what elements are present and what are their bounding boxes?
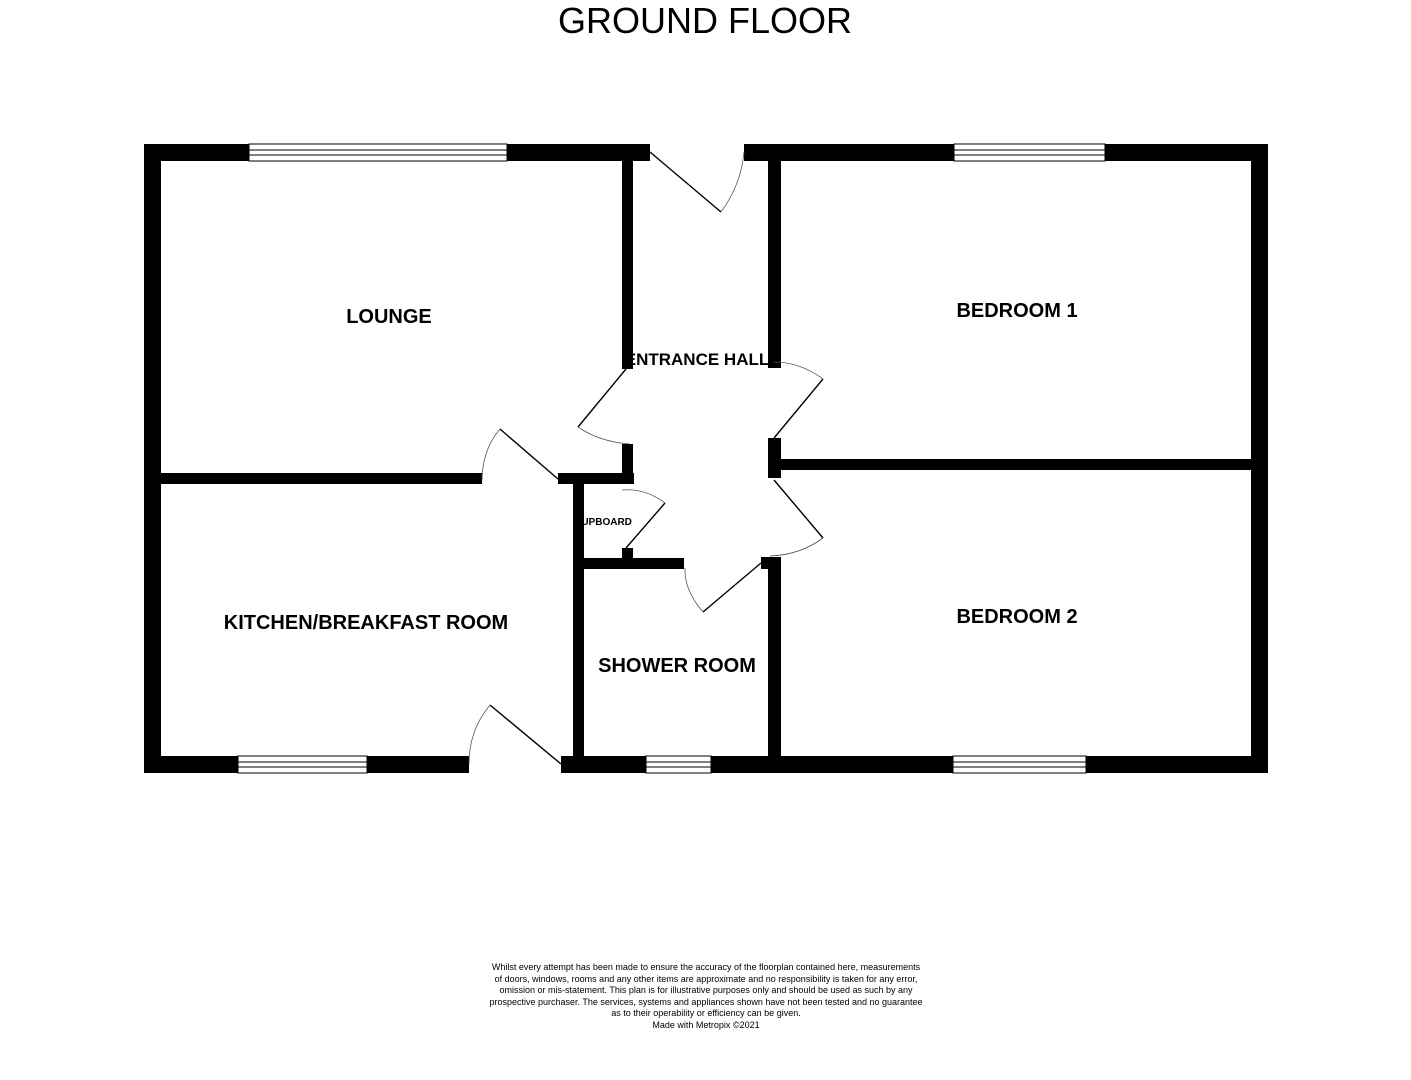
interior-walls [161,144,1268,773]
window-bedroom1 [953,143,1106,162]
room-label-lounge: LOUNGE [346,306,432,328]
room-label-bedroom2: BEDROOM 2 [956,606,1077,628]
doors [468,151,824,765]
wall-lounge-hall-lower [622,444,633,484]
room-label-shower: SHOWER ROOM [598,655,756,677]
disclaimer: Whilst every attempt has been made to en… [470,962,942,1031]
wall-lounge-hall-upper [622,144,633,369]
window-kitchen [237,755,368,774]
door-shower [684,562,762,613]
wall-cupboard-shower [584,558,684,569]
room-label-cupboard: CUPBOARD [574,517,632,528]
wall-bottom-right [561,756,1268,773]
disclaimer-line: omission or mis-statement. This plan is … [499,985,913,995]
wall-lounge-kitchen [161,473,482,484]
wall-hall-bedroom1-lower [768,438,781,478]
window-bedroom2 [952,755,1087,774]
room-label-kitchen: KITCHEN/BREAKFAST ROOM [224,612,508,634]
disclaimer-line: prospective purchaser. The services, sys… [489,996,923,1007]
disclaimer-line: as to their operability or efficiency ca… [611,1008,801,1018]
window-lounge [248,143,508,162]
door-kitchen-rear [468,704,562,765]
wall-right [1251,144,1268,773]
door-cupboard [621,489,666,549]
disclaimer-credit: Made with Metropix ©2021 [652,1019,760,1030]
room-label-entrance-hall: ENTRANCE HALL [625,350,770,369]
disclaimer-line: of doors, windows, rooms and any other i… [494,973,918,984]
outer-walls [144,144,1268,773]
wall-hall-bedroom1-upper [768,161,781,368]
windows [237,143,1106,774]
wall-shower-bedroom2-cap [761,557,781,569]
wall-left [144,144,161,773]
wall-kitchen-cupboard [573,484,584,773]
door-bedroom2 [769,479,824,557]
window-shower [645,755,712,774]
door-lounge [577,368,631,445]
wall-cupboard-stub [622,548,633,558]
disclaimer-line: Whilst every attempt has been made to en… [491,962,921,972]
door-bedroom1 [773,361,824,439]
door-lounge-kitchen [481,428,559,482]
wall-shower-bedroom2 [768,557,781,773]
door-front [649,151,745,213]
floor-title: GROUND FLOOR [558,0,852,41]
wall-bedroom1-bedroom2 [781,459,1268,470]
wall-lounge-kitchen-stub [558,473,634,484]
room-label-bedroom1: BEDROOM 1 [956,300,1077,322]
